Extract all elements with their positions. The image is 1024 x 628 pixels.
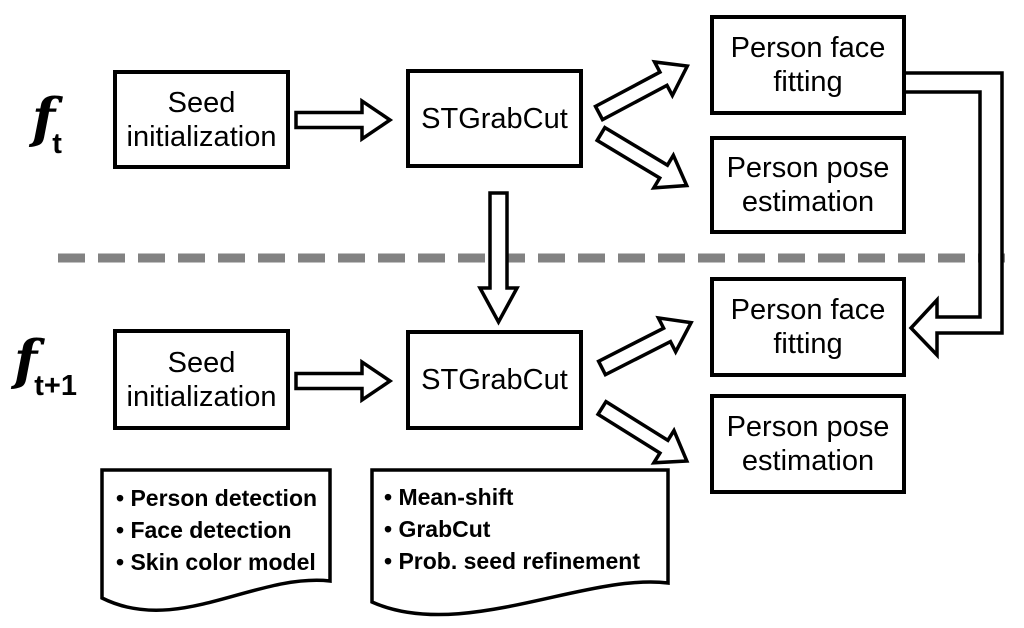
box-person-pose-estimation-t1: Person pose estimation (710, 394, 906, 494)
box-seed-initialization-t1: Seed initialization (113, 329, 290, 430)
note-line: • Mean-shift (384, 484, 514, 510)
frame-label-t: ft (32, 86, 65, 160)
block-arrow-right-icon (294, 97, 394, 143)
box-label: Seed initialization (126, 86, 277, 153)
frame-symbol: f (32, 86, 56, 150)
block-arrow-right-icon (294, 358, 394, 404)
box-person-face-fitting-t1: Person face fitting (710, 277, 906, 377)
note-line: • Face detection (116, 517, 292, 543)
note-stgrabcut-methods: • Mean-shift • GrabCut • Prob. seed refi… (384, 481, 640, 577)
box-label: Person face fitting (730, 294, 886, 360)
box-stgrabcut-t1: STGrabCut (406, 330, 583, 430)
note-line: • Skin color model (116, 549, 316, 575)
box-label: Person pose estimation (726, 411, 890, 477)
box-label: STGrabCut (421, 364, 568, 396)
box-seed-initialization-t: Seed initialization (113, 70, 290, 169)
frame-label-t1: ft+1 (14, 328, 80, 402)
frame-subscript: t (52, 128, 62, 160)
block-arrow-diagonal-down-icon (594, 125, 690, 190)
note-line: • Person detection (116, 485, 318, 511)
box-label: Person pose estimation (726, 152, 890, 218)
box-person-pose-estimation-t: Person pose estimation (710, 136, 906, 234)
block-arrow-diagonal-up-icon (596, 315, 694, 378)
note-line: • Prob. seed refinement (384, 548, 641, 574)
frame-subscript: t+1 (34, 370, 77, 402)
box-label: STGrabCut (421, 102, 568, 135)
block-arrow-down-icon (477, 191, 520, 326)
box-person-face-fitting-t: Person face fitting (710, 15, 906, 115)
elbow-feedback-arrow-icon (902, 71, 1004, 360)
note-document-shape (370, 468, 670, 617)
box-label: Seed initialization (126, 346, 277, 413)
note-line: • GrabCut (384, 516, 491, 542)
frame-symbol: f (14, 328, 38, 392)
note-document-shape (100, 468, 332, 613)
block-arrow-diagonal-up-icon (593, 59, 690, 122)
note-seed-initialization-methods: • Person detection • Face detection • Sk… (116, 482, 317, 578)
box-stgrabcut-t: STGrabCut (406, 69, 583, 168)
box-label: Person face fitting (730, 32, 886, 98)
block-arrow-diagonal-down-icon (595, 399, 690, 465)
